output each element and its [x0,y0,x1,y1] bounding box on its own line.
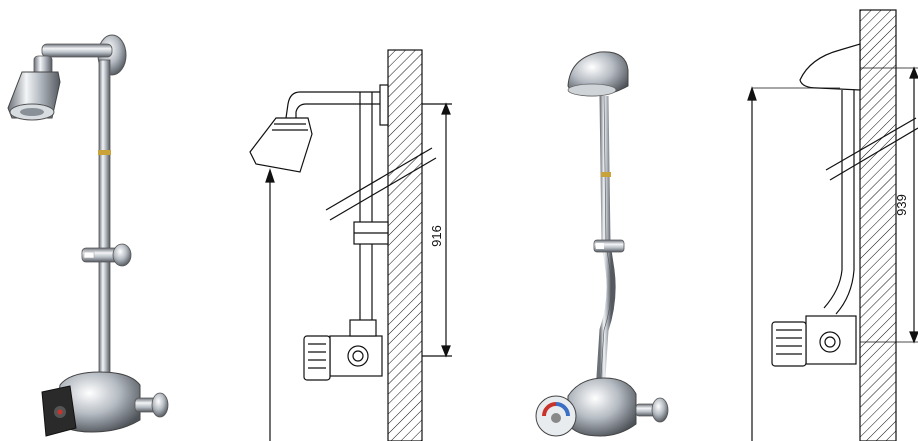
head-outline [249,117,313,173]
photo-exposed-shower [7,34,169,437]
photo-fixed-head-shower [535,51,669,437]
dimension-label-939: 939 [894,194,909,216]
mixer-valve-body [55,371,141,433]
brass-band [98,150,111,155]
drawing-fixed-head-shower [747,9,918,441]
drawing-exposed-shower [249,49,452,441]
thermostatic-valve-body [567,377,637,437]
wall-section [387,49,423,441]
fixed-head-outline [799,43,861,91]
dimension-label-916: 916 [429,225,444,247]
riser-rail [98,59,111,381]
wall-section-2 [859,9,897,441]
shower-arm [41,43,113,58]
brass-band-2 [601,172,611,177]
